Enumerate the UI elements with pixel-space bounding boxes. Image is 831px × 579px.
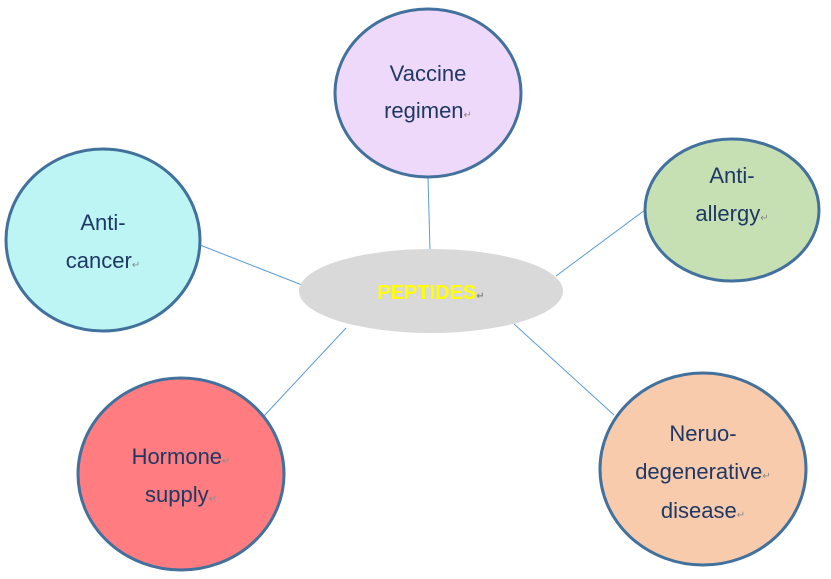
return-arrow-icon: ↵: [132, 260, 140, 271]
node-label-line: regimen↵: [384, 98, 472, 123]
node-circle-anti-allergy: [643, 137, 821, 283]
return-arrow-icon: ↵: [760, 213, 768, 224]
node-circle-anti-cancer: [4, 147, 202, 333]
node-hormone: Hormone↵ supply↵: [76, 376, 286, 572]
connector-vaccine: [427, 177, 431, 251]
node-label-line: disease↵: [661, 498, 745, 523]
center-label-text: PEPTIDES: [377, 282, 476, 304]
node-anti-allergy: Anti-allergy↵: [643, 137, 821, 283]
return-arrow-icon: ↵: [762, 471, 770, 482]
node-circle-neuro: [598, 371, 808, 567]
center-label: PEPTIDES↵: [377, 282, 484, 304]
connector-hormone: [262, 327, 347, 418]
node-label-line: Hormone↵: [132, 444, 231, 469]
return-arrow-icon: ↵: [222, 456, 230, 467]
connector-anti-cancer: [199, 244, 303, 286]
connectors: [199, 177, 646, 418]
return-arrow-icon: ↵: [737, 510, 745, 521]
node-neuro: Neruo-degenerative↵ disease↵: [598, 371, 808, 567]
topic-nodes: Vaccineregimen↵Anti-allergy↵Anti-cancer↵…: [4, 7, 821, 572]
connector-anti-allergy: [555, 209, 646, 277]
node-vaccine: Vaccine regimen↵: [333, 7, 523, 179]
node-label-line: Vaccine: [390, 61, 467, 86]
node-circle-vaccine: [333, 7, 523, 179]
center-node: PEPTIDES↵: [299, 249, 563, 333]
return-arrow-icon: ↵: [209, 494, 217, 505]
return-arrow-icon: ↵: [464, 110, 472, 121]
node-label-line: supply↵: [145, 482, 217, 507]
center-ellipse: [299, 249, 563, 333]
node-label-line: degenerative↵: [635, 459, 771, 484]
node-label-line: allergy↵: [695, 201, 768, 226]
node-anti-cancer: Anti-cancer↵: [4, 147, 202, 333]
connector-neuro: [513, 323, 615, 416]
node-label-line: Anti-: [709, 163, 754, 188]
return-arrow-icon: ↵: [476, 291, 484, 302]
node-circle-hormone: [76, 376, 286, 572]
node-label-line: Neruo-: [669, 421, 736, 446]
node-label-line: cancer↵: [66, 248, 140, 273]
node-label-line: Anti-: [80, 210, 125, 235]
